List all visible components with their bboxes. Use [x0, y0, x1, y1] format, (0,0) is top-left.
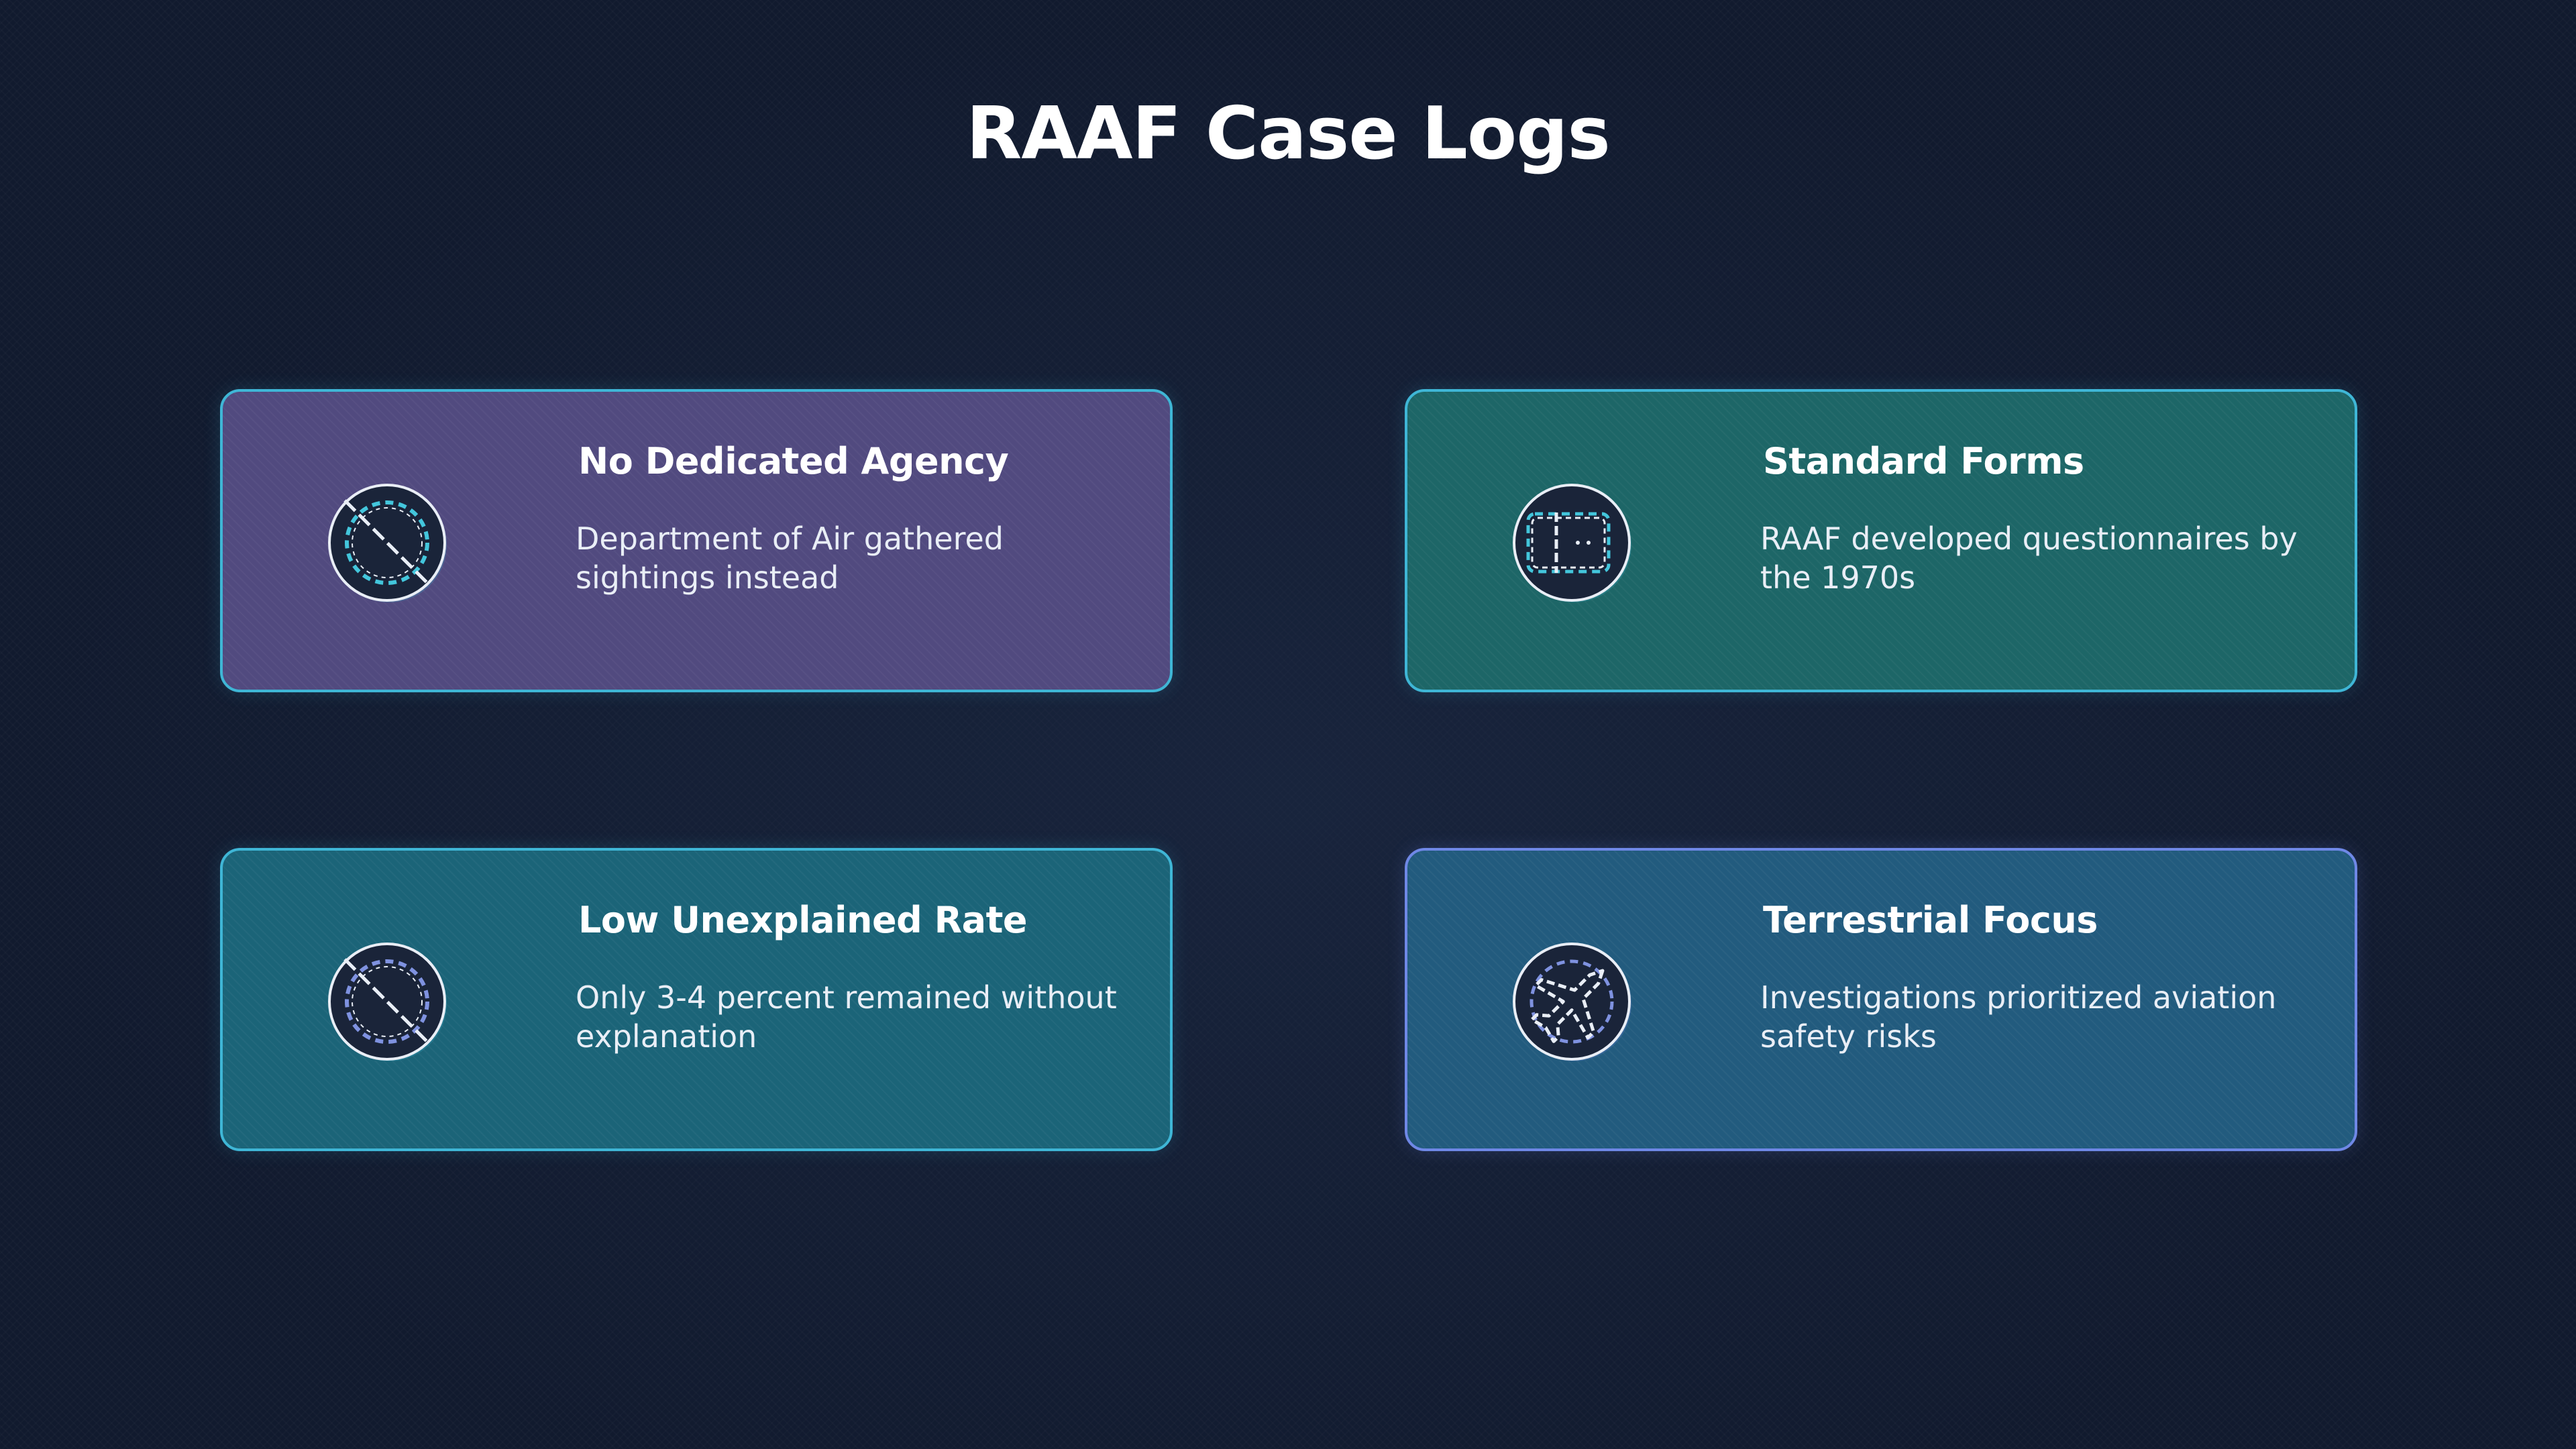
- card-title: Low Unexplained Rate: [578, 899, 1028, 941]
- card-title: Standard Forms: [1763, 440, 2084, 482]
- card-low-unexplained-rate: Low Unexplained Rate Only 3-4 percent re…: [220, 848, 1173, 1151]
- airplane-icon: [1508, 938, 1635, 1065]
- card-title: Terrestrial Focus: [1763, 899, 2098, 941]
- form-icon: [1508, 479, 1635, 606]
- prohibited-icon: [323, 479, 451, 606]
- card-title: No Dedicated Agency: [578, 440, 1009, 482]
- page-title: RAAF Case Logs: [966, 92, 1611, 176]
- card-description: Only 3-4 percent remained without explan…: [576, 979, 1117, 1055]
- card-terrestrial-focus: Terrestrial Focus Investigations priorit…: [1405, 848, 2357, 1151]
- prohibited-icon: [323, 938, 451, 1065]
- card-no-dedicated-agency: No Dedicated Agency Department of Air ga…: [220, 389, 1173, 692]
- card-description: RAAF developed questionnaires by the 197…: [1760, 521, 2298, 596]
- card-standard-forms: Standard Forms RAAF developed questionna…: [1405, 389, 2357, 692]
- card-description: Investigations prioritized aviation safe…: [1760, 979, 2277, 1055]
- card-description: Department of Air gathered sightings ins…: [576, 521, 1004, 596]
